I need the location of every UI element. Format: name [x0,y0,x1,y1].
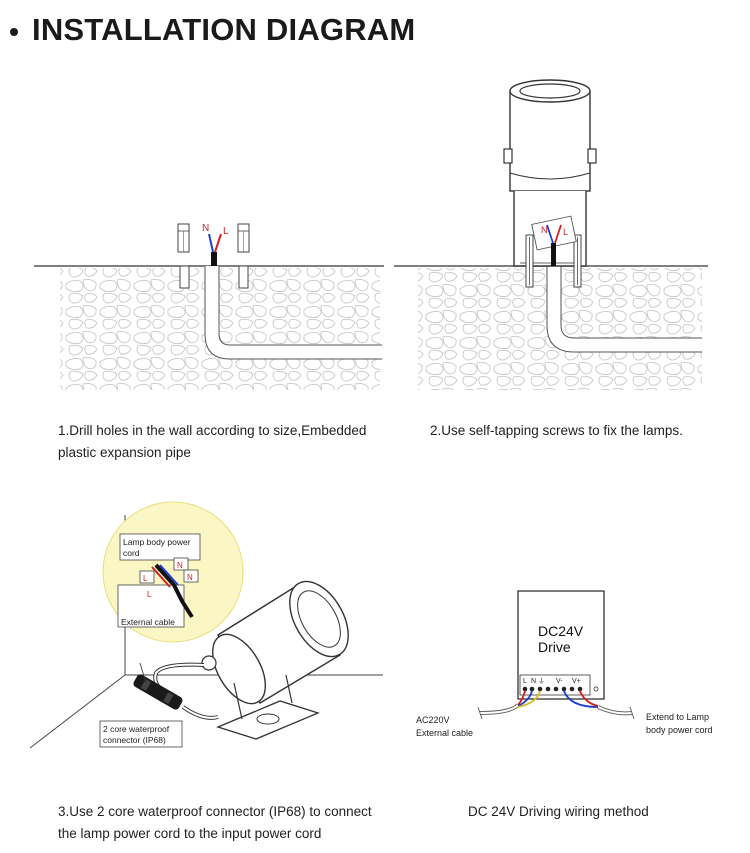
step3-diagram: Lamp body power cord External cable L N … [29,501,383,749]
external-cable-label: External cable [121,617,175,627]
driver-name-2: Drive [538,639,571,655]
cable-sheath [211,252,217,266]
step1-caption: 1.Drill holes in the wall according to s… [58,423,367,460]
connector-label-box [99,720,183,748]
svg-text:N: N [177,561,183,570]
svg-text:L: L [143,574,148,583]
driver-name-1: DC24V [538,623,584,639]
step4-diagram: DC24V Drive L N ⏚ V- V+ AC220V External … [416,590,713,738]
step1-diagram: N L [34,223,384,390]
connector-label-2: connector (IP68) [103,735,166,745]
page-title: INSTALLATION DIAGRAM [32,12,416,47]
ac-input-label-2: External cable [416,728,473,738]
terminal-label-earth: ⏚ [538,677,545,685]
spotlight-lamp [201,580,349,705]
drill-hole-right [238,265,249,289]
step2-diagram: N L [394,79,708,390]
waterproof-connector [133,674,183,710]
pivot-knob-left [503,148,513,164]
expansion-pipe-right [237,223,250,253]
wire-label-box [531,215,577,251]
drill-hole-left [179,265,190,289]
terminal-screws [522,686,583,692]
step2-caption: 2.Use self-tapping screws to fix the lam… [430,423,683,438]
output-label-2: body power cord [646,725,713,735]
terminal-label-n: N [531,678,536,685]
external-cable-label-box [117,584,185,628]
step3-caption: 3.Use 2 core waterproof connector (IP68)… [58,804,372,841]
screw-right [573,234,582,288]
floor-line [29,674,126,749]
connector-label-1: 2 core waterproof [103,724,170,734]
terminal-label-l: L [523,678,527,685]
wire-label-n: N [202,223,209,234]
expansion-pipe-left [177,223,190,253]
ac-input-label-1: AC220V [416,715,450,725]
terminal-label-vplus: V+ [572,678,581,685]
wire-label-l: L [223,226,229,237]
live-wire [214,233,222,253]
lamp-head [509,79,591,192]
output-label-1: Extend to Lamp [646,712,709,722]
wire-label-l: L [563,227,568,237]
pivot-knob-right [587,148,597,164]
wall-texture [60,268,380,390]
lamp-cord-label-box [119,533,201,561]
screw-left [525,234,534,288]
step4-caption: DC 24V Driving wiring method [468,804,649,819]
svg-text:L: L [147,590,152,599]
terminal-label-vminus: V- [556,678,563,685]
wire-label-n: N [541,225,548,235]
title-row: INSTALLATION DIAGRAM [10,10,415,50]
lamp-cord-label-2: cord [123,548,140,558]
embedded-pipe [205,266,382,359]
lamp-cord-label-1: Lamp body power [123,537,191,547]
svg-text:N: N [187,573,193,582]
neutral-wire [208,233,214,253]
bullet-icon [10,28,18,36]
